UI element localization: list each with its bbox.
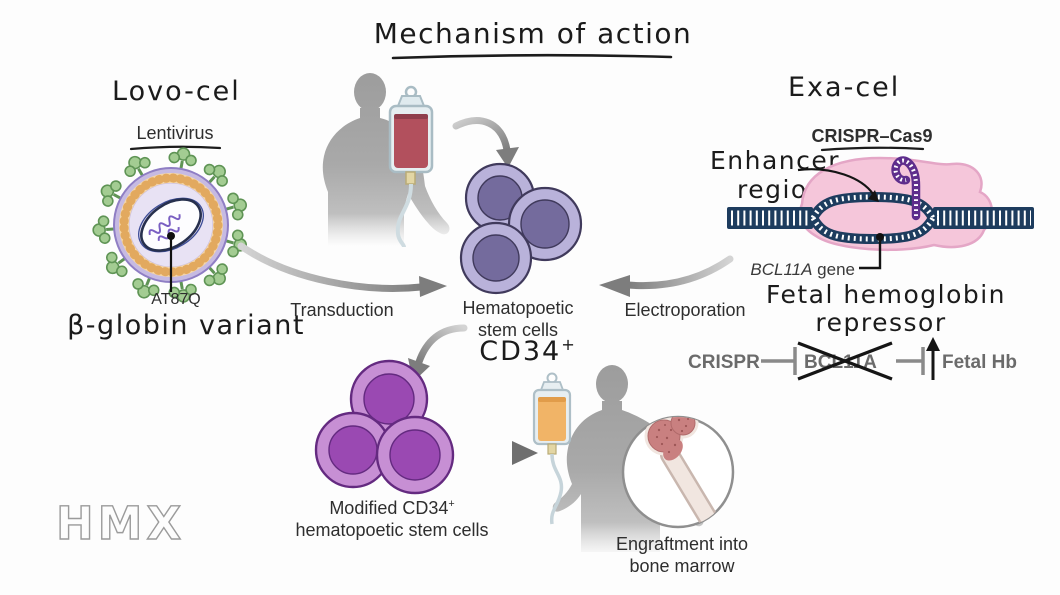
stem-cells-icon bbox=[459, 162, 583, 295]
pathway-crispr-label: CRISPR bbox=[688, 352, 760, 373]
beta-globin-variant-label: β-globin variant bbox=[67, 310, 305, 341]
crispr-cas9-label: CRISPR–Cas9 bbox=[811, 126, 933, 146]
repressor-label-line2: repressor bbox=[815, 308, 947, 337]
knockout-cross-icon bbox=[797, 341, 893, 381]
bone-marrow-icon bbox=[644, 417, 718, 527]
infusion-to-cells-arrow bbox=[452, 117, 519, 168]
inhibition-bar-1 bbox=[761, 347, 797, 375]
page-title: Mechanism of action bbox=[373, 17, 693, 50]
transduction-label: Transduction bbox=[290, 300, 394, 320]
stem-cells-label-line2: stem cells bbox=[477, 320, 558, 340]
lovo-cel-heading: Lovo-cel bbox=[112, 76, 241, 107]
cas9-dna-icon bbox=[727, 156, 1034, 270]
crispr-pathway-diagram: CRISPR BCL11A Fetal Hb bbox=[688, 337, 1017, 381]
pathway-fetal-hb-label: Fetal Hb bbox=[942, 352, 1017, 373]
modified-cells-label-line1: Modified CD34+ bbox=[329, 498, 455, 518]
repressor-label-line1: Fetal hemoglobin bbox=[765, 280, 1007, 309]
at87q-callout: AT87Q bbox=[151, 291, 201, 308]
bcl11a-gene-pointer bbox=[859, 233, 884, 270]
stem-cells-label: Hematopoetic stem cells bbox=[462, 297, 573, 341]
engraftment-scene bbox=[532, 365, 735, 552]
enhancer-pointer-arrow bbox=[797, 168, 879, 202]
electroporation-arrow bbox=[599, 255, 734, 297]
engraftment-label: Engraftment into bone marrow bbox=[616, 533, 748, 577]
virus-core bbox=[138, 197, 204, 253]
modified-cells-label: Modified CD34+ hematopoetic stem cells bbox=[295, 493, 488, 541]
inhibition-bar-2 bbox=[896, 347, 925, 375]
blood-bag-icon bbox=[388, 85, 434, 248]
guide-rna-icon bbox=[891, 156, 921, 221]
modified-cells-to-patient-arrow bbox=[464, 441, 538, 465]
transduction-arrow bbox=[237, 242, 447, 297]
title-underline bbox=[391, 53, 673, 60]
crispr-cas9-underline bbox=[820, 146, 925, 152]
hmx-logo: HMX bbox=[55, 496, 185, 550]
electroporation-label: Electroporation bbox=[624, 300, 746, 320]
lentivirus-underline bbox=[129, 145, 222, 151]
bcl11a-gene-label: BCL11A gene bbox=[750, 260, 855, 279]
stem-cells-label-line1: Hematopoetic bbox=[462, 298, 574, 318]
increase-arrow-icon bbox=[926, 337, 940, 380]
engraftment-label-line1: Engraftment into bbox=[615, 534, 749, 554]
exa-cel-heading: Exa-cel bbox=[788, 72, 901, 103]
modified-cells-label-line2: hematopoetic stem cells bbox=[295, 520, 489, 540]
lentivirus-label: Lentivirus bbox=[136, 123, 214, 143]
modified-stem-cells-icon bbox=[314, 359, 455, 495]
iv-bag-icon bbox=[532, 372, 572, 525]
lentivirus-icon bbox=[90, 144, 252, 306]
cd34-marker-label: CD34+ bbox=[479, 335, 577, 367]
marrow-speckles bbox=[655, 418, 689, 454]
svg-text:HMX: HMX bbox=[56, 497, 185, 550]
patient-silhouette-icon bbox=[322, 73, 450, 246]
engraftment-label-line2: bone marrow bbox=[629, 556, 735, 576]
